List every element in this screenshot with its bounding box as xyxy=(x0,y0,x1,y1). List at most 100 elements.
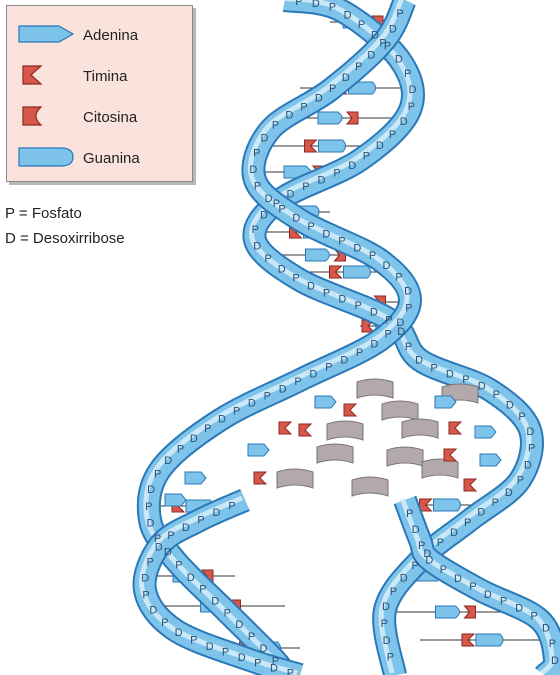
phosphate-label: P xyxy=(278,203,285,215)
sugar-label: D xyxy=(211,595,219,607)
sugar-label: D xyxy=(477,507,485,519)
sugar-label: D xyxy=(342,72,350,84)
legend-label-thymine: Timina xyxy=(83,68,128,85)
sugar-label: D xyxy=(206,641,214,653)
sugar-label: D xyxy=(423,548,431,560)
phosphate-label: P xyxy=(233,405,240,417)
free-adenine xyxy=(247,443,270,457)
sugar-label: D xyxy=(265,193,273,205)
sugar-label: D xyxy=(270,663,278,675)
deoxyribose-shape xyxy=(401,418,439,439)
sugar-label: D xyxy=(312,0,320,10)
phosphate-label: P xyxy=(363,151,370,163)
free-guanine xyxy=(184,471,207,485)
phosphate-label: P xyxy=(381,618,388,630)
sugar-label: D xyxy=(389,24,397,36)
phosphate-label: P xyxy=(204,423,211,435)
free-nucleotide xyxy=(381,400,419,421)
sugar-label: D xyxy=(376,140,384,152)
guanine-base xyxy=(317,111,343,125)
adenine-base xyxy=(475,633,504,647)
sugar-label: D xyxy=(415,354,423,366)
legend-label-cytosine: Citosina xyxy=(83,109,138,126)
phosphate-label: P xyxy=(517,474,524,486)
legend-item-cytosine: Citosina xyxy=(7,102,192,132)
sugar-label: D xyxy=(164,547,172,559)
sugar-label: D xyxy=(309,369,317,381)
sugar-label: D xyxy=(213,507,221,519)
phosphate-label: P xyxy=(142,589,149,601)
adenine-base xyxy=(433,498,461,512)
free-cytosine xyxy=(463,478,478,492)
base-pair xyxy=(420,633,540,647)
sugar-label: D xyxy=(253,240,261,252)
sugar-label: D xyxy=(155,542,163,554)
phosphate-label: P xyxy=(167,530,174,542)
phosphate-label: P xyxy=(464,517,471,529)
sugar-label: D xyxy=(322,229,330,241)
phosphate-label: P xyxy=(530,611,537,623)
phosphate-label: P xyxy=(190,635,197,647)
sugar-label: D xyxy=(404,286,412,298)
free-adenine xyxy=(474,425,497,439)
sugar-label: D xyxy=(175,627,183,639)
sugar-label: D xyxy=(446,368,454,380)
sugar-label: D xyxy=(397,326,405,338)
free-nucleotide xyxy=(401,418,439,439)
phosphate-label: P xyxy=(549,638,556,650)
sugar-label: D xyxy=(551,655,559,667)
free-adenine xyxy=(314,395,337,409)
sugar-label: D xyxy=(187,572,195,584)
phosphate-label: P xyxy=(387,651,394,663)
sugar-label: D xyxy=(400,573,408,585)
phosphate-label: P xyxy=(395,272,402,284)
sugar-label: D xyxy=(249,164,257,176)
deoxyribose-shape xyxy=(276,468,314,489)
sugar-label: D xyxy=(218,414,226,426)
thymine-icon xyxy=(22,65,43,85)
free-cytosine xyxy=(278,421,293,435)
phosphate-label: P xyxy=(390,586,397,598)
deoxyribose-shape xyxy=(326,420,364,441)
phosphate-label: P xyxy=(145,501,152,513)
sugar-label: D xyxy=(425,555,433,567)
sugar-label: D xyxy=(526,426,534,438)
phosphate-label: P xyxy=(440,564,447,576)
phosphate-label: P xyxy=(469,581,476,593)
phosphate-label: P xyxy=(325,362,332,374)
phosphate-label: P xyxy=(437,537,444,549)
sugar-label: D xyxy=(338,294,346,306)
deoxyribose-shape xyxy=(381,400,419,421)
phosphate-label: P xyxy=(333,168,340,180)
phosphate-label: P xyxy=(252,224,259,236)
phosphate-label: P xyxy=(528,443,535,455)
free-nucleotide xyxy=(421,458,459,479)
sugar-label: D xyxy=(292,213,300,225)
strand-top-b xyxy=(136,0,423,675)
phosphate-label: P xyxy=(248,631,255,643)
phosphate-label: P xyxy=(272,655,279,667)
phosphate-label: P xyxy=(294,376,301,388)
sugar-label: D xyxy=(454,573,462,585)
phosphate-label: P xyxy=(292,273,299,285)
phosphate-label: P xyxy=(253,148,260,160)
phosphate-label: P xyxy=(307,221,314,233)
free-nucleotide xyxy=(351,476,389,497)
free-nucleotide xyxy=(356,378,394,399)
cytosine-base xyxy=(461,633,476,647)
phosphate-label: P xyxy=(323,287,330,299)
guanine-base xyxy=(305,248,330,262)
deoxyribose-shape xyxy=(421,458,459,479)
base-pair xyxy=(300,265,395,279)
sugar-label: D xyxy=(412,524,420,536)
legend-label-adenine: Adenina xyxy=(83,27,139,44)
sugar-label: D xyxy=(190,433,198,445)
sugar-label: D xyxy=(238,652,246,664)
phosphate-label: P xyxy=(264,390,271,402)
deoxyribose-shape xyxy=(316,443,354,464)
sugar-label: D xyxy=(147,484,155,496)
phosphate-label: P xyxy=(265,253,272,265)
free-thymine xyxy=(253,471,268,485)
sugar-label: D xyxy=(260,209,268,221)
